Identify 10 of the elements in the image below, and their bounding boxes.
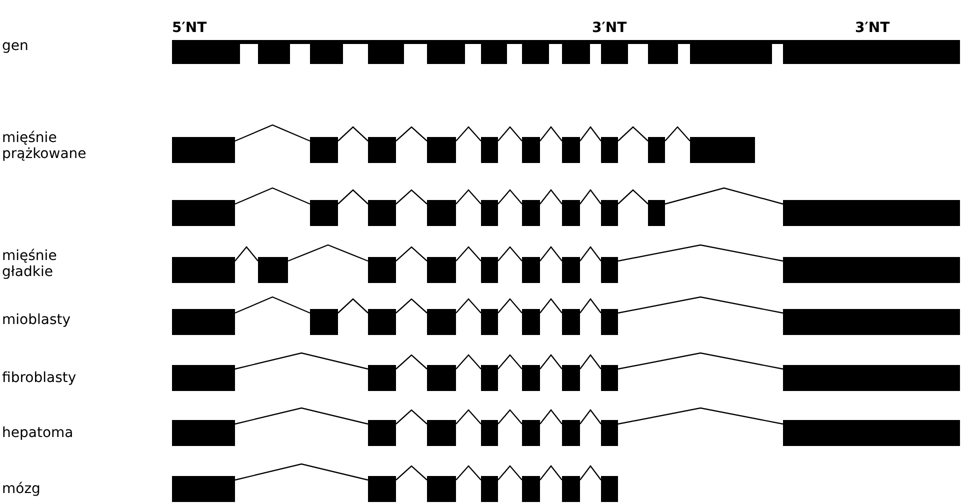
region-label: 3′NT: [592, 20, 628, 36]
region-label: 5′NT: [172, 20, 208, 36]
tissue-label: gen: [2, 38, 30, 54]
region-label: 3′NT: [855, 20, 891, 36]
tissue-label: hepatoma: [2, 425, 74, 441]
tissue-label: mięśnie gładkie: [2, 248, 58, 280]
tissue-label: mózg: [2, 481, 42, 497]
tissue-label: mięśnie prążkowane: [2, 130, 88, 162]
tissue-label: fibroblasty: [2, 370, 78, 386]
tissue-label: mioblasty: [2, 312, 72, 328]
